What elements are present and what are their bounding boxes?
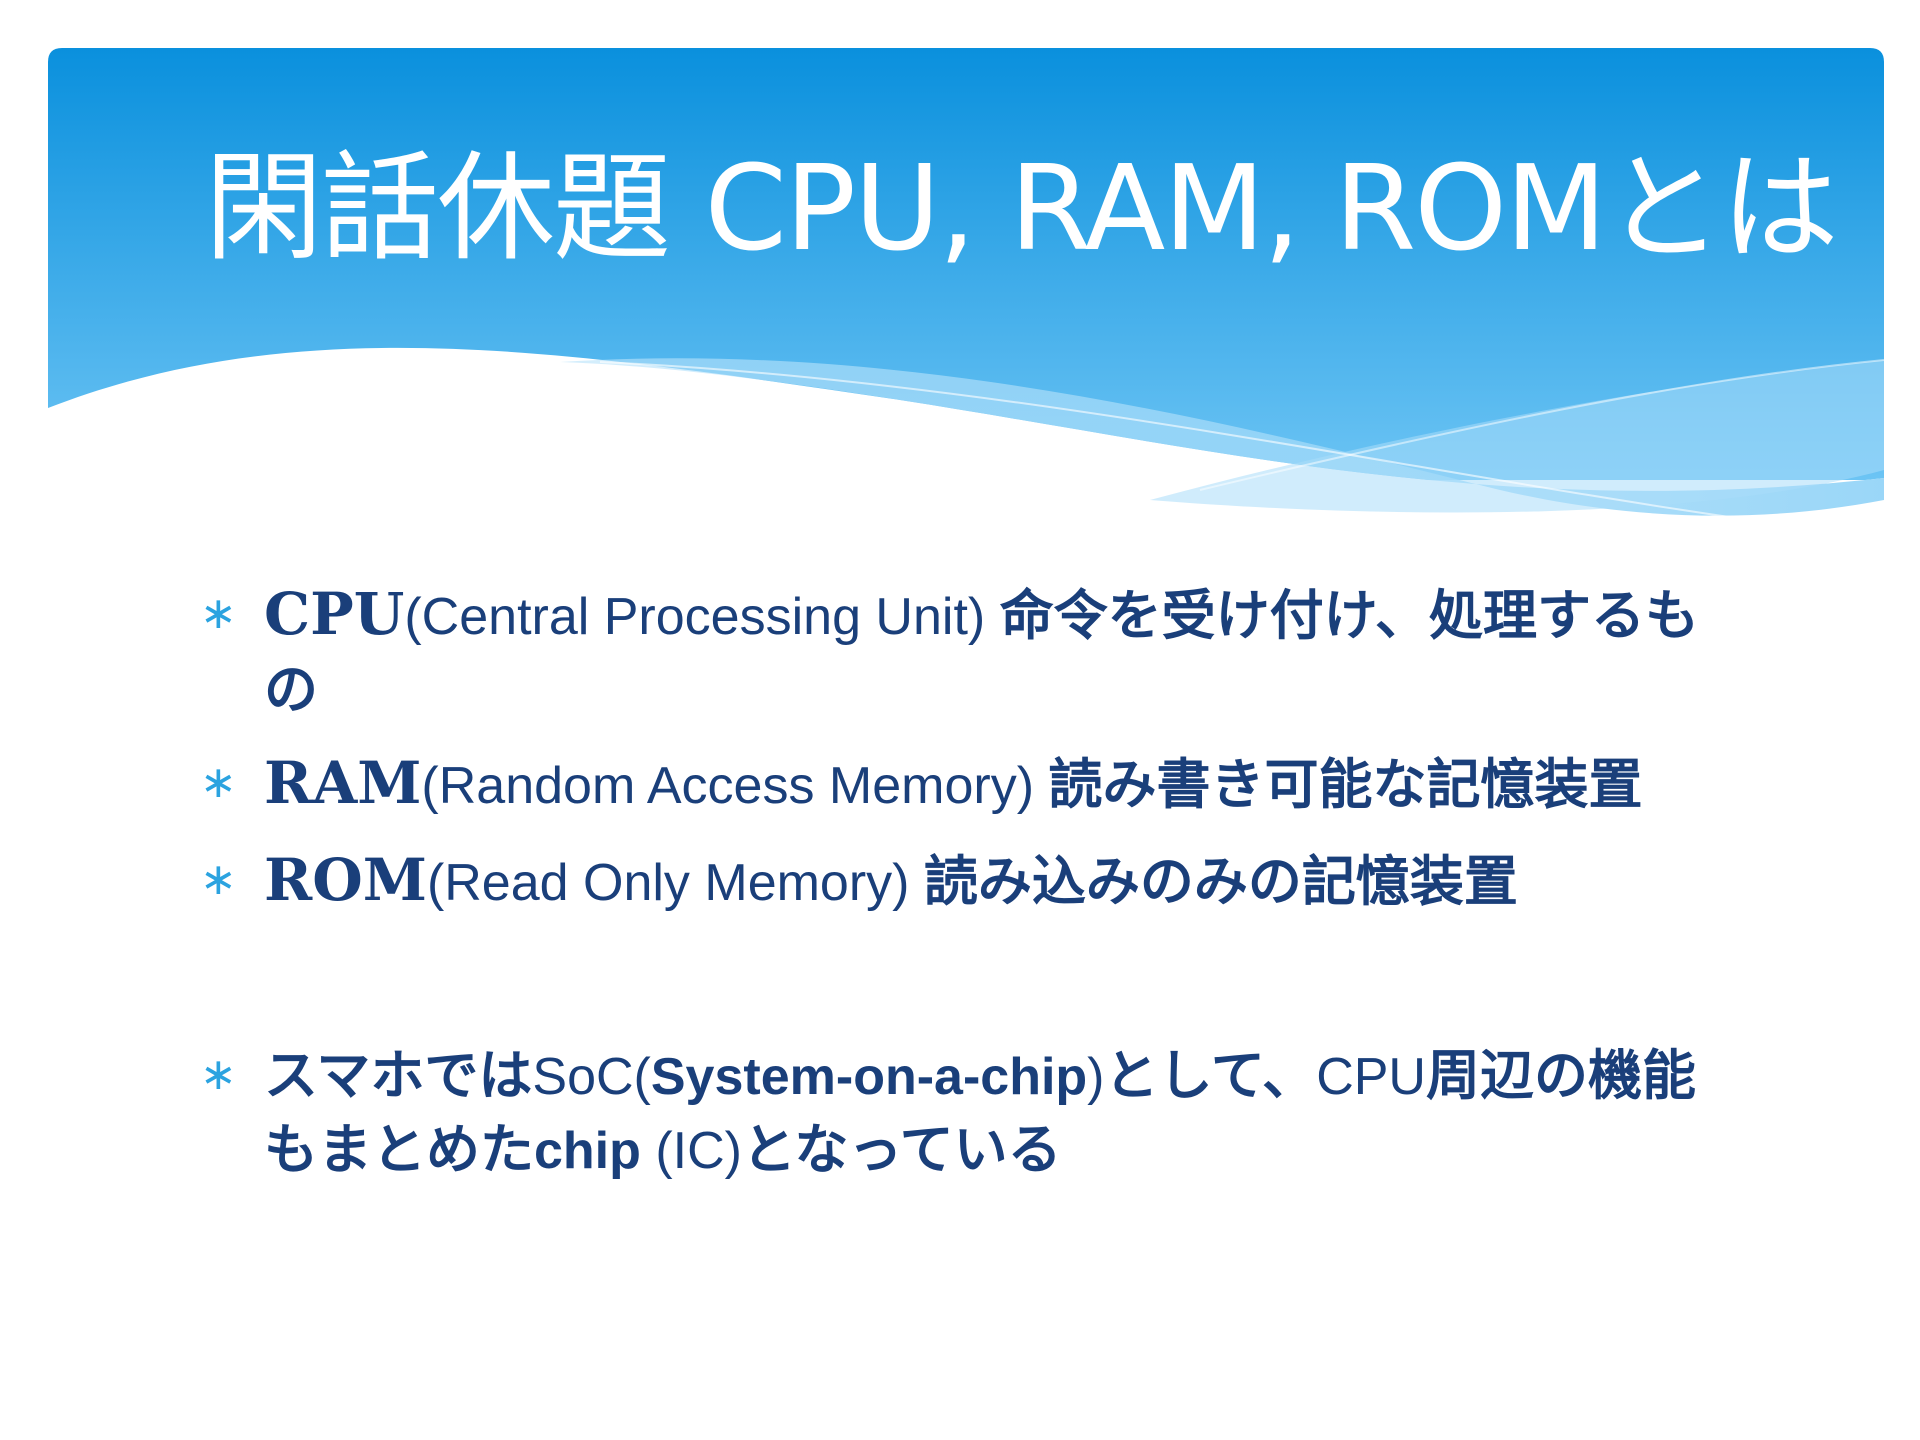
bullet-list: ∗ CPU(Central Processing Unit) 命令を受け付け、処… — [200, 578, 1740, 1209]
soc-text-2: SoC( — [532, 1048, 651, 1106]
bullet-ram: ∗ RAM(Random Access Memory) 読み書き可能な記憶装置 — [200, 747, 1740, 822]
asterisk-icon: ∗ — [200, 588, 237, 639]
soc-text-4: ) — [1087, 1048, 1105, 1106]
soc-text-10: となっている — [742, 1117, 1062, 1181]
asterisk-icon: ∗ — [200, 854, 237, 905]
term-rom: ROM — [264, 846, 427, 914]
bullet-rom: ∗ ROM(Read Only Memory) 読み込みのみの記憶装置 — [200, 844, 1740, 919]
expansion-rom: (Read Only Memory) — [426, 854, 924, 912]
slide-title: 閑話休題 CPU, RAM, ROMとは — [205, 128, 1839, 288]
soc-text-9: (IC) — [640, 1122, 742, 1180]
soc-text-1: スマホでは — [264, 1043, 533, 1107]
description-cpu: 命令を受け付け、処理するもの — [264, 583, 1699, 721]
description-ram: 読み書き可能な記憶装置 — [1048, 752, 1643, 816]
soc-text-5: として、 — [1104, 1043, 1317, 1107]
description-rom: 読み込みのみの記憶装置 — [923, 849, 1518, 913]
title-japanese: 閑話休題 — [205, 139, 671, 277]
expansion-cpu: (Central Processing Unit) — [404, 588, 1000, 646]
soc-text-6: CPU — [1316, 1048, 1426, 1106]
bullet-cpu: ∗ CPU(Central Processing Unit) 命令を受け付け、処… — [200, 578, 1740, 725]
title-english: CPU, RAM, ROMとは — [669, 139, 1839, 277]
asterisk-icon: ∗ — [200, 757, 237, 808]
term-ram: RAM — [264, 749, 422, 817]
bullet-soc: ∗ スマホではSoC(System-on-a-chip)として、CPU周辺の機能… — [200, 1039, 1740, 1187]
soc-text-8: chip — [534, 1122, 641, 1180]
term-cpu: CPU — [264, 580, 405, 648]
expansion-ram: (Random Access Memory) — [421, 757, 1049, 815]
wave-background — [48, 48, 1885, 560]
asterisk-icon: ∗ — [200, 1049, 237, 1100]
soc-text-3: System-on-a-chip — [650, 1048, 1088, 1106]
soc-text-7: 周辺の機能もまとめた — [264, 1043, 1696, 1181]
slide-header-banner: 閑話休題 CPU, RAM, ROMとは — [0, 0, 1920, 560]
